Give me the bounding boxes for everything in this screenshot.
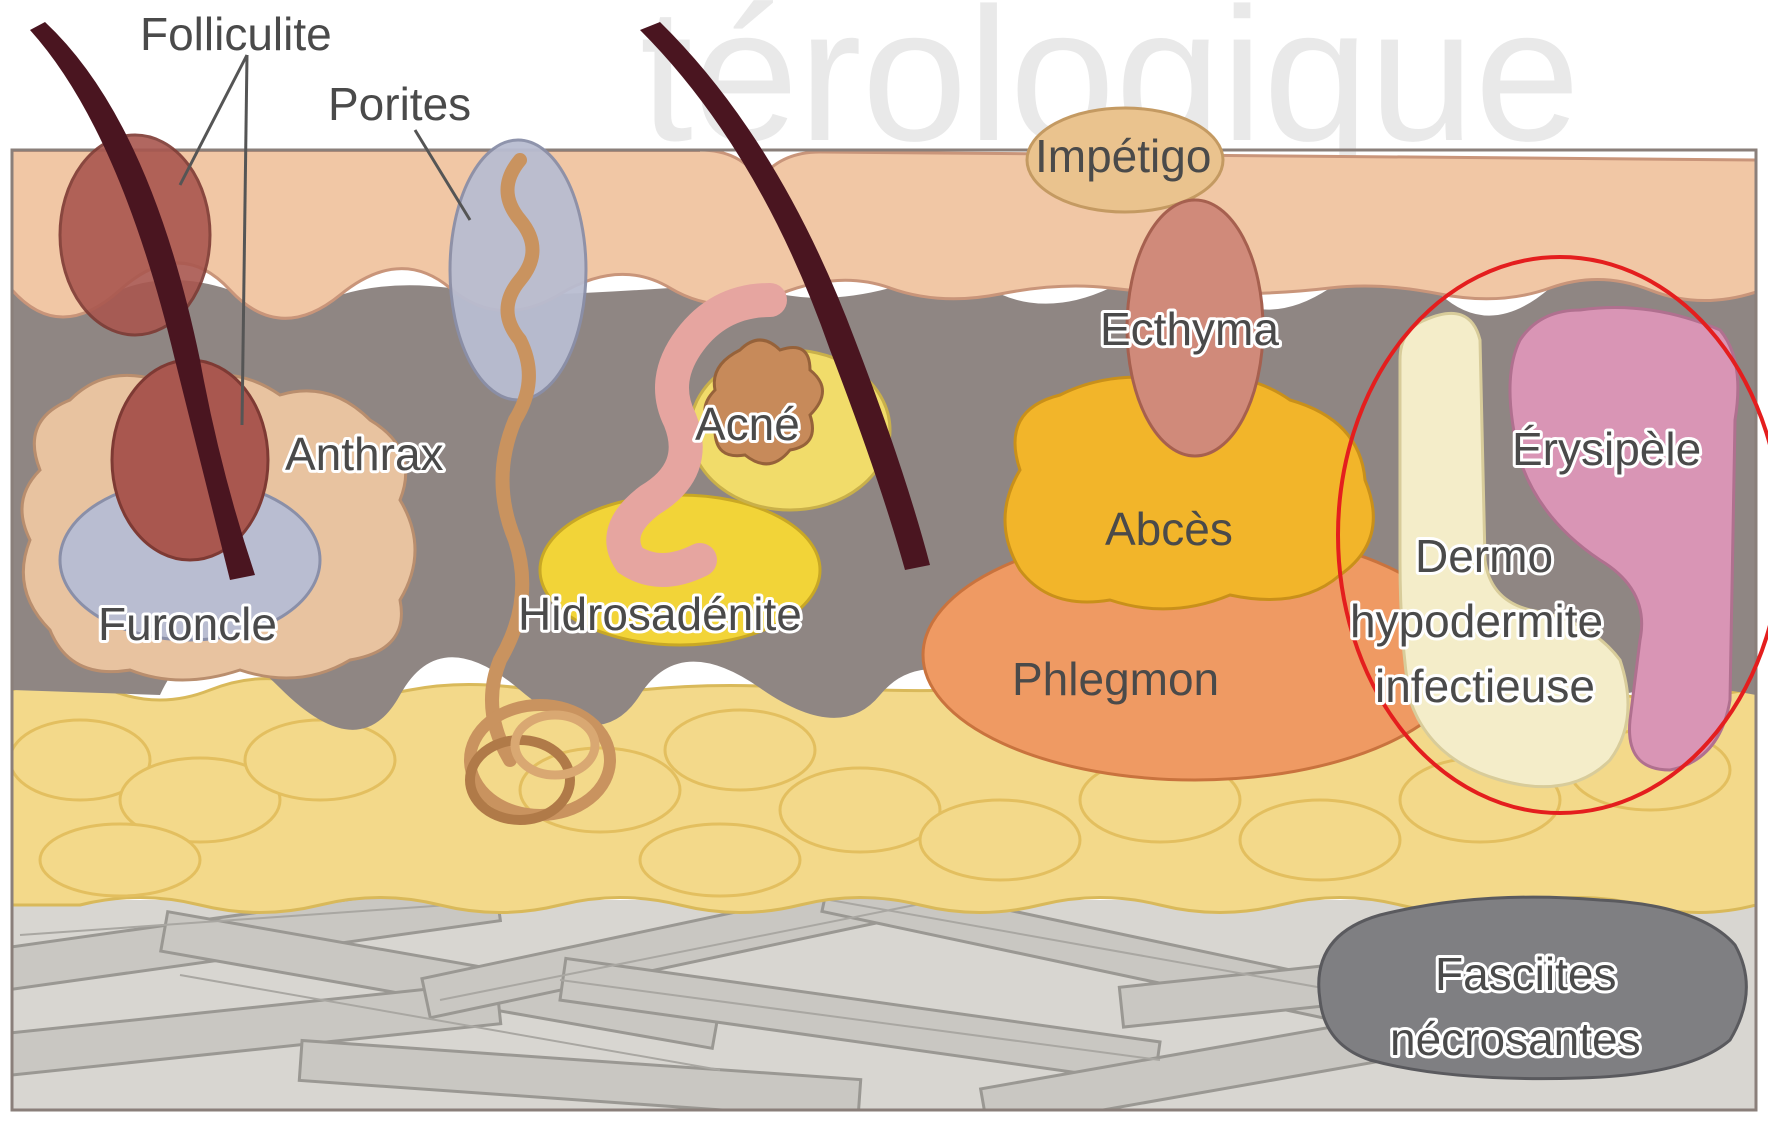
label-dermo-line3: infectieuse [1375,660,1595,712]
label-acne: Acné [695,398,800,450]
label-fasciites-line2: nécrosantes [1390,1013,1641,1065]
label-porites: Porites [328,78,471,130]
label-hidrosadenite: Hidrosadénite [518,588,802,640]
label-erysipele: Érysipèle [1512,423,1701,475]
label-ecthyma: Ecthyma [1100,303,1279,355]
label-dermo-line1: Dermo [1415,530,1553,582]
label-abces: Abcès [1105,503,1233,555]
label-fasciites-line1: Fasciites [1435,948,1616,1000]
porites-region [450,140,586,400]
label-impetigo: Impétigo [1035,130,1211,182]
label-phlegmon: Phlegmon [1012,653,1219,705]
label-anthrax: Anthrax [285,428,444,480]
label-dermo-line2: hypodermite [1350,595,1603,647]
label-folliculite: Folliculite [140,8,332,60]
label-furoncle: Furoncle [98,598,277,650]
